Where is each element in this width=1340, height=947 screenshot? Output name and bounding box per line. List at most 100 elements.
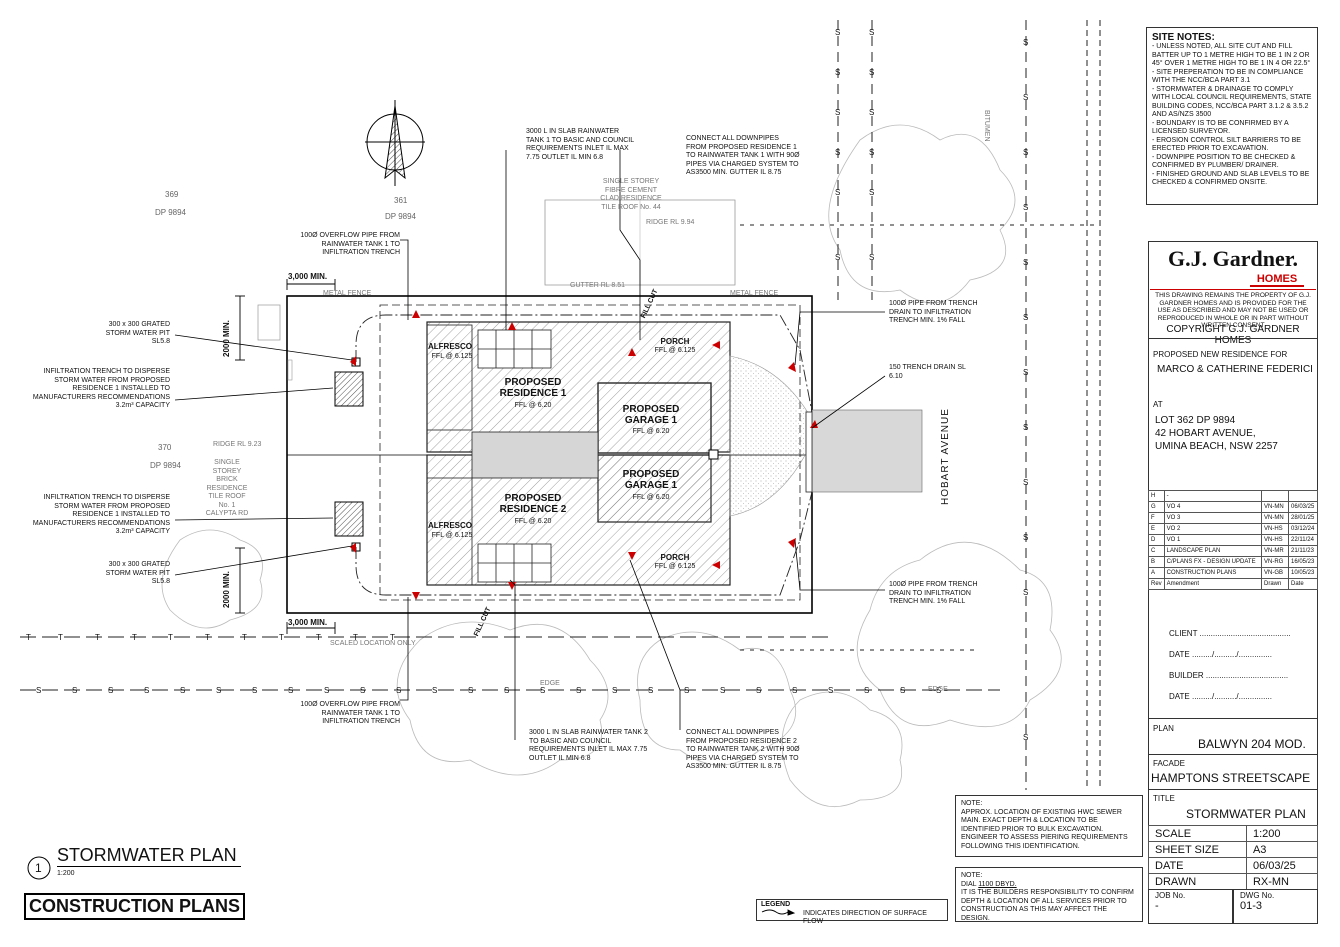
residence-1-label: PROPOSED RESIDENCE 1 bbox=[499, 377, 567, 399]
revision-header-drawn: Drawn bbox=[1261, 578, 1289, 590]
svg-text:S: S bbox=[684, 686, 689, 695]
svg-text:S: S bbox=[1023, 533, 1028, 542]
edge-label: EDGE bbox=[540, 680, 560, 687]
job-label: JOB No. bbox=[1155, 891, 1186, 900]
divider bbox=[1148, 789, 1318, 790]
residence-1-footprint bbox=[426, 321, 731, 454]
dim-3000-top: 3,000 MIN. bbox=[288, 272, 328, 281]
sheet-size-label: SHEET SIZE bbox=[1148, 841, 1247, 858]
rainwater-tank-1 bbox=[477, 329, 552, 369]
divider bbox=[1148, 718, 1318, 719]
title-label: TITLE bbox=[1153, 794, 1175, 803]
revision-drawn: VN-GB bbox=[1261, 567, 1289, 579]
lot-370-label: 370 bbox=[158, 443, 172, 452]
drawing-scale: 1:200 bbox=[57, 870, 75, 877]
dwg-value: 01-3 bbox=[1240, 900, 1263, 912]
copyright-text: COPYRIGHT G.J. GARDNER HOMES bbox=[1166, 324, 1300, 346]
residence-2-ffl: FFL @ 6.20 bbox=[514, 518, 552, 525]
revision-date: 22/11/24 bbox=[1288, 534, 1318, 546]
project-lot: LOT 362 DP 9894 bbox=[1155, 415, 1236, 426]
revision-header-amendment: Amendment bbox=[1163, 578, 1263, 590]
lot-369-dp: DP 9894 bbox=[155, 208, 186, 217]
revision-amendment: CONSTRUCTION PLANS bbox=[1163, 567, 1263, 579]
sewer-note-text: APPROX. LOCATION OF EXISTING HWC SEWER M… bbox=[961, 808, 1128, 850]
svg-text:S: S bbox=[1023, 93, 1028, 102]
scale-value: 1:200 bbox=[1245, 825, 1319, 842]
revision-date: 06/03/25 bbox=[1288, 501, 1318, 513]
porch-1-ffl: FFL @ 6.125 bbox=[654, 347, 696, 354]
metal-fence-label-2: METAL FENCE bbox=[730, 290, 779, 297]
svg-text:S: S bbox=[792, 686, 797, 695]
svg-text:S: S bbox=[900, 686, 905, 695]
svg-text:S: S bbox=[835, 253, 840, 262]
revision-amendment: LANDSCAPE PLAN bbox=[1163, 545, 1263, 557]
job-cell: JOB No. - bbox=[1148, 889, 1233, 924]
svg-text:S: S bbox=[72, 686, 77, 695]
signoff-date-2: DATE ........./........../..............… bbox=[1169, 692, 1272, 701]
project-client: MARCO & CATHERINE FEDERICI bbox=[1157, 364, 1313, 375]
svg-text:S: S bbox=[835, 28, 840, 37]
svg-text:T: T bbox=[390, 633, 395, 642]
callout-leaders bbox=[174, 150, 886, 740]
revision-drawn: VN-HS bbox=[1261, 534, 1289, 546]
dbyd-note-text: IT IS THE BUILDERS RESPONSIBILITY TO CON… bbox=[961, 889, 1134, 922]
site-note-1: - UNLESS NOTED, ALL SITE CUT AND FILL BA… bbox=[1152, 43, 1311, 67]
svg-text:S: S bbox=[835, 68, 840, 77]
svg-text:S: S bbox=[869, 148, 874, 157]
alfresco-1-ffl: FFL @ 6.125 bbox=[431, 353, 473, 360]
site-note-4: - BOUNDARY IS TO BE CONFIRMED BY A LICEN… bbox=[1152, 119, 1289, 136]
legend-text: INDICATES DIRECTION OF SURFACE FLOW bbox=[803, 909, 927, 926]
metal-fence-label: METAL FENCE bbox=[323, 290, 372, 297]
lot-361-label: 361 bbox=[394, 196, 408, 205]
garage-1b-ffl: FFL @ 6.20 bbox=[632, 494, 670, 501]
edge-label-2: EDGE bbox=[928, 686, 948, 693]
dbyd-note: NOTE: DIAL 1100 DBYD. IT IS THE BUILDERS… bbox=[955, 867, 1143, 922]
callout-downpipes-2: CONNECT ALL DOWNPIPES FROM PROPOSED RESI… bbox=[686, 729, 800, 770]
neighbour-house-44 bbox=[544, 199, 736, 286]
lot-369-label: 369 bbox=[165, 190, 179, 199]
lot-370-dp: DP 9894 bbox=[150, 461, 181, 470]
svg-text:S: S bbox=[36, 686, 41, 695]
ridge-rl: RIDGE RL 9.94 bbox=[646, 219, 695, 226]
project-heading: PROPOSED NEW RESIDENCE FOR bbox=[1153, 350, 1288, 359]
legend-title: LEGEND bbox=[761, 901, 791, 908]
revision-date: 10/05/23 bbox=[1288, 567, 1318, 579]
callout-trench-2-text: INFILTRATION TRENCH TO DISPERSE STORM WA… bbox=[32, 494, 170, 527]
svg-text:S: S bbox=[869, 188, 874, 197]
rainwater-tank-2 bbox=[477, 543, 552, 583]
site-note-3: - STORMWATER & DRAINAGE TO COMPLY WITH L… bbox=[1152, 85, 1312, 119]
svg-text:S: S bbox=[869, 108, 874, 117]
centre-pit bbox=[708, 449, 719, 460]
drawing-number: 1 bbox=[35, 861, 42, 875]
dwg-cell: DWG No. 01-3 bbox=[1233, 889, 1318, 924]
revision-rev: A bbox=[1148, 567, 1165, 579]
project-at: AT bbox=[1153, 400, 1163, 409]
revision-row: H- bbox=[1148, 490, 1318, 502]
callout-trench-2-capacity: 3.2m³ CAPACITY bbox=[115, 528, 170, 535]
svg-text:S: S bbox=[1023, 38, 1028, 47]
revision-amendment: VO 3 bbox=[1163, 512, 1263, 524]
svg-text:T: T bbox=[26, 633, 31, 642]
svg-text:S: S bbox=[869, 28, 874, 37]
svg-text:S: S bbox=[835, 108, 840, 117]
svg-text:S: S bbox=[108, 686, 113, 695]
brand-disclaimer: THIS DRAWING REMAINS THE PROPERTY OF G.J… bbox=[1155, 292, 1311, 329]
dimension-lines bbox=[235, 279, 336, 634]
revision-drawn: VN-MR bbox=[1261, 545, 1289, 557]
lot-361-dp: DP 9894 bbox=[385, 212, 416, 221]
dim-2000-top: 2000 MIN. bbox=[222, 320, 231, 357]
svg-text:S: S bbox=[396, 686, 401, 695]
revision-date: 21/11/23 bbox=[1288, 545, 1318, 557]
scaled-location-label: SCALED LOCATION ONLY bbox=[330, 640, 416, 647]
site-note-2: - SITE PREPERATION TO BE IN COMPLIANCE W… bbox=[1152, 68, 1304, 85]
callout-trench-drain: 150 TRENCH DRAIN SL 6.10 bbox=[889, 364, 966, 380]
svg-text:S: S bbox=[540, 686, 545, 695]
sewer-note-title: NOTE: bbox=[961, 800, 983, 807]
